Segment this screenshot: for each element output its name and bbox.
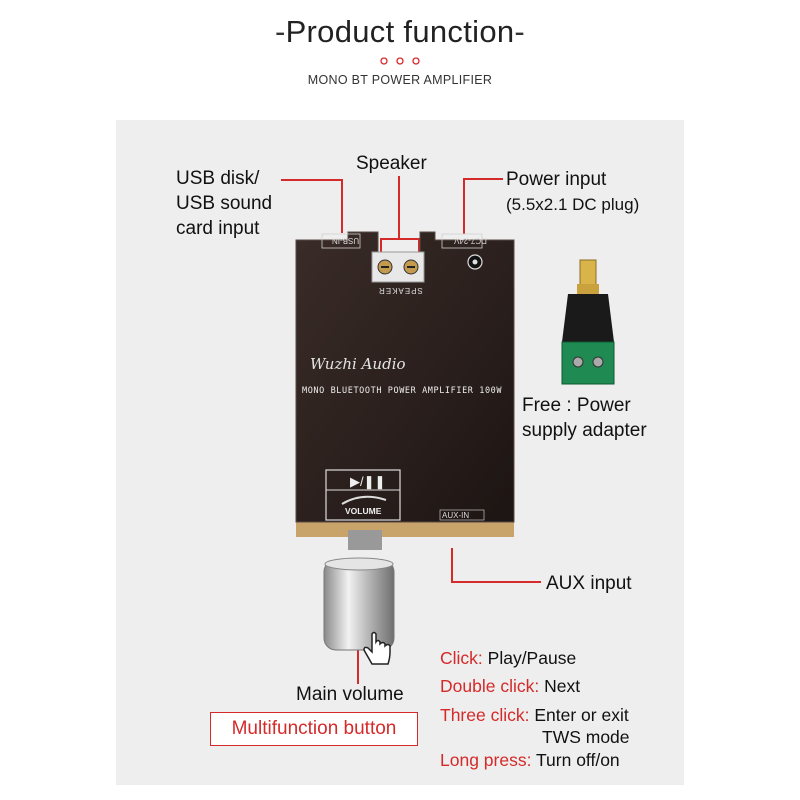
speaker-callout-v (398, 176, 400, 240)
dc-tag: DC7-24V (454, 236, 487, 245)
function-row-click: Click: Play/Pause (440, 646, 576, 670)
power-callout-v (463, 178, 465, 234)
power-adapter-image (561, 259, 615, 385)
power-input-line2: (5.5x2.1 DC plug) (506, 195, 640, 214)
function-action: Long press: (440, 750, 532, 770)
usb-label: USB disk/ USB sound card input (176, 166, 272, 241)
function-row-three-click: Three click: Enter or exit (440, 703, 629, 727)
speaker-callout-r (418, 238, 420, 262)
volume-tag: VOLUME (345, 506, 382, 516)
aux-callout-v (451, 548, 453, 582)
amplifier-board (295, 231, 515, 550)
function-result: Turn off/on (536, 750, 620, 770)
usb-label-line3: card input (176, 218, 260, 239)
aux-callout-h (451, 581, 541, 583)
function-action: Click: (440, 648, 483, 668)
aux-input-label: AUX input (546, 573, 632, 594)
usb-label-line1: USB disk/ (176, 168, 260, 189)
speaker-tag: SPEAKER (378, 286, 423, 295)
function-action: Three click: (440, 705, 530, 725)
usb-callout-v (341, 179, 343, 233)
function-row-long-press: Long press: Turn off/on (440, 748, 620, 772)
decorative-dots (380, 57, 420, 65)
model-text: MONO BLUETOOTH POWER AMPLIFIER 100W (302, 386, 503, 396)
volume-knob[interactable] (318, 556, 400, 656)
speaker-label: Speaker (356, 153, 427, 174)
volume-callout-v (357, 650, 359, 684)
adapter-label-line2: supply adapter (522, 420, 647, 441)
power-input-line1: Power input (506, 169, 607, 190)
function-result: Enter or exit (534, 705, 629, 725)
usb-in-tag: USB-IN (332, 236, 360, 245)
usb-callout-h (281, 179, 343, 181)
function-result: Next (544, 676, 581, 696)
speaker-callout-l (380, 238, 382, 262)
speaker-callout-h (380, 238, 420, 240)
play-pause-glyph: ▶/❚❚ (350, 474, 386, 489)
main-volume-label: Main volume (296, 684, 404, 705)
multifunction-button-label: Multifunction button (210, 712, 418, 746)
page-title-text: Product function (285, 14, 515, 49)
adapter-label-line1: Free : Power (522, 395, 631, 416)
function-action: Double click: (440, 676, 540, 696)
function-result: Play/Pause (487, 648, 577, 668)
page-title: -Product function- (274, 14, 526, 49)
hand-pointer-icon (363, 631, 391, 665)
brand-mark: Wuzhi Audio (310, 355, 406, 373)
page-subtitle: MONO BT POWER AMPLIFIER (307, 73, 493, 87)
function-row-tws: TWS mode (542, 725, 630, 749)
function-row-double-click: Double click: Next (440, 674, 580, 698)
function-result: TWS mode (542, 727, 630, 747)
power-input-label: Power input (5.5x2.1 DC plug) (506, 167, 639, 217)
power-callout-h (463, 178, 503, 180)
adapter-label: Free : Power supply adapter (522, 393, 647, 443)
usb-label-line2: USB sound (176, 193, 273, 214)
aux-in-tag: AUX-IN (442, 511, 470, 520)
